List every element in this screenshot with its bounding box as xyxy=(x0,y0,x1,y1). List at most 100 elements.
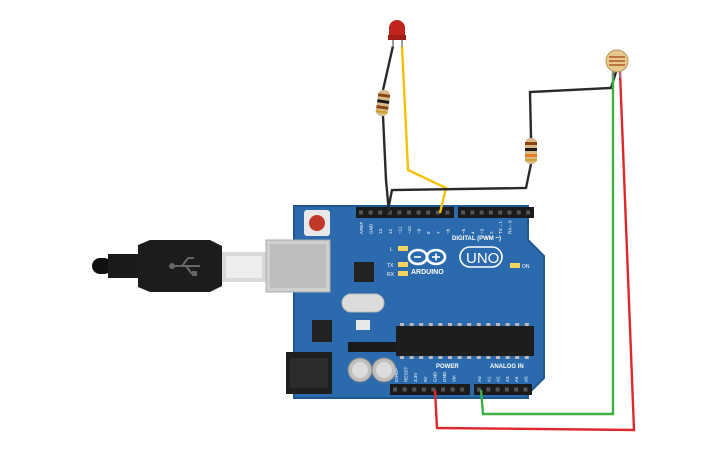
header-hole[interactable] xyxy=(477,387,481,392)
chip-pin xyxy=(467,356,472,359)
digital-pin-label: 13 xyxy=(378,228,383,234)
usb-cable[interactable] xyxy=(92,240,266,292)
chip-pin xyxy=(457,356,462,359)
photoresistor-trace xyxy=(609,56,625,66)
header-hole[interactable] xyxy=(488,210,493,215)
red-led[interactable] xyxy=(388,20,406,47)
analog-pin-label: A3 xyxy=(505,376,510,382)
header-hole[interactable] xyxy=(402,387,407,392)
chip-pin xyxy=(486,323,491,326)
header-hole[interactable] xyxy=(435,210,440,215)
power-pin-label: RESET xyxy=(404,366,409,382)
on-label: ON xyxy=(522,264,530,270)
chip-pin xyxy=(419,356,424,359)
header-hole[interactable] xyxy=(504,387,509,392)
header-hole[interactable] xyxy=(416,210,421,215)
chip-pin xyxy=(486,356,491,359)
model-badge xyxy=(459,246,503,268)
digital-pin-label: GND xyxy=(369,223,374,234)
wire-ldr-to-a0[interactable] xyxy=(479,72,615,416)
header-hole[interactable] xyxy=(523,387,528,392)
header-hole[interactable] xyxy=(441,387,445,392)
digital-pin-label: ~3 xyxy=(480,228,485,234)
header-hole[interactable] xyxy=(461,210,465,215)
analog-pin-label: A4 xyxy=(514,376,519,382)
usb-b-port-inner xyxy=(270,244,326,288)
led-tx xyxy=(398,262,408,267)
chip-pin xyxy=(448,323,452,326)
chip-pin xyxy=(496,323,500,326)
photoresistor[interactable] xyxy=(605,49,629,78)
header-hole[interactable] xyxy=(378,210,383,215)
arduino-board[interactable]: L TX RX ON ARDUINO UNO DIGITAL (PWM ~) P… xyxy=(265,205,545,399)
header-hole[interactable] xyxy=(412,387,417,392)
analog-pin-label: A5 xyxy=(524,376,529,382)
analog-pin-label: A0 xyxy=(477,376,482,382)
chip-pin xyxy=(505,323,510,326)
digital-pin-label: TX→1 xyxy=(498,221,503,234)
chip-pin xyxy=(457,323,462,326)
header-hole[interactable] xyxy=(368,210,373,215)
header-hole[interactable] xyxy=(498,210,503,215)
chip-pin xyxy=(428,356,433,359)
led-on xyxy=(510,263,520,268)
header-hole[interactable] xyxy=(495,387,500,392)
led-l-label: L xyxy=(390,247,393,253)
power-header xyxy=(390,384,532,395)
led-rim xyxy=(388,35,406,40)
header-hole[interactable] xyxy=(407,210,411,215)
header-hole[interactable] xyxy=(514,387,519,392)
digital-pin-label: 8 xyxy=(426,231,431,234)
model-label: UNO xyxy=(466,250,499,267)
header-hole[interactable] xyxy=(460,387,465,392)
header-hole[interactable] xyxy=(507,210,512,215)
header-hole[interactable] xyxy=(445,210,450,215)
header-hole[interactable] xyxy=(426,210,431,215)
wire-led-to-resistor[interactable] xyxy=(381,45,395,91)
atmega-chip xyxy=(396,326,534,356)
chip-pin xyxy=(476,356,481,359)
smd-component xyxy=(356,320,370,330)
resistor-led[interactable] xyxy=(375,89,391,117)
chip-pin xyxy=(476,323,481,326)
wire-resistor-to-gnd[interactable] xyxy=(381,115,391,214)
header-hole[interactable] xyxy=(421,387,426,392)
chip-pin xyxy=(409,323,414,326)
wire-ldr-to-5v[interactable] xyxy=(433,71,636,432)
wire-gnd-to-ldr-resistor[interactable] xyxy=(387,163,533,206)
resistor-ldr[interactable] xyxy=(525,138,537,164)
header-hole[interactable] xyxy=(516,210,521,215)
led-l xyxy=(398,246,408,251)
header-hole[interactable] xyxy=(450,387,455,392)
header-hole[interactable] xyxy=(479,210,484,215)
chip-pin xyxy=(505,356,510,359)
chip-pins xyxy=(400,323,529,359)
chip-pin xyxy=(515,323,520,326)
analog-pin-label: A2 xyxy=(496,376,501,382)
digital-pin-label: ~5 xyxy=(461,228,466,234)
header-hole[interactable] xyxy=(470,210,475,215)
header-hole[interactable] xyxy=(526,210,531,215)
usb-strain-relief xyxy=(108,254,140,278)
led-rx xyxy=(398,271,408,276)
dc-power-jack-inner xyxy=(290,358,328,388)
wire-led-to-pin9[interactable] xyxy=(400,45,448,214)
power-pin-label: 3.3V xyxy=(413,372,418,382)
usb-metal-face xyxy=(226,256,262,278)
digital-pin-label: AREF xyxy=(359,222,364,234)
chip-pin xyxy=(400,356,404,359)
wire-resistor-to-ldr[interactable] xyxy=(528,71,618,139)
chip-pin xyxy=(524,323,529,326)
header-hole[interactable] xyxy=(359,210,363,215)
reset-button-cap[interactable] xyxy=(309,215,325,231)
header-hole[interactable] xyxy=(397,210,402,215)
power-pin-label: GND xyxy=(432,371,437,382)
header-hole[interactable] xyxy=(431,387,436,392)
header-hole[interactable] xyxy=(486,387,491,392)
chip-pin xyxy=(496,356,500,359)
chip-pin xyxy=(400,323,404,326)
header-hole[interactable] xyxy=(393,387,397,392)
led-rx-label: RX xyxy=(387,272,395,278)
